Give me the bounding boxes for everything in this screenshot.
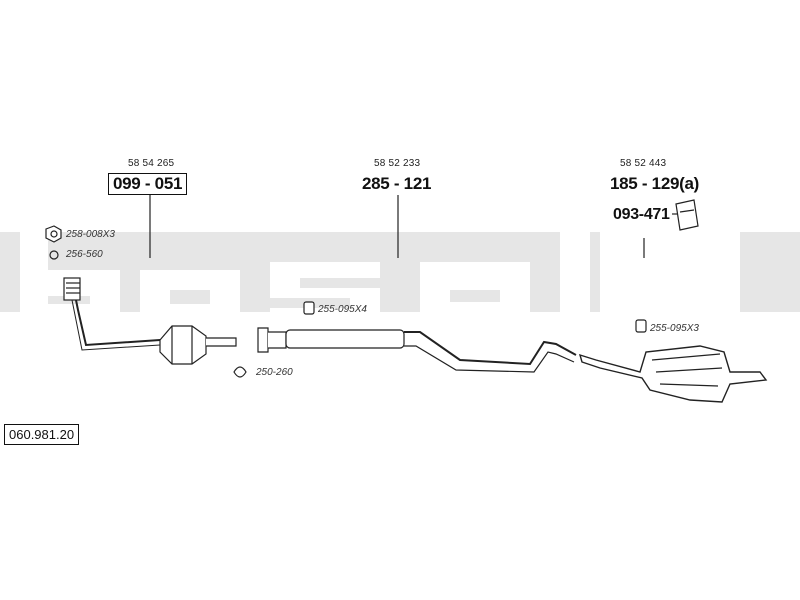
nut-shape: [45, 225, 62, 243]
middle-inlet: [257, 327, 269, 353]
part-number-3[interactable]: 185 - 129(a): [610, 174, 700, 193]
catalytic-converter: [159, 325, 207, 365]
hanger-bracket: [675, 199, 699, 231]
flex-joint: [63, 277, 81, 301]
ring-shape: [49, 250, 59, 260]
ring-label: 256-560: [66, 249, 103, 260]
diagram-id: 060.981.20: [4, 424, 80, 445]
oe-number-1: 58 54 265: [128, 158, 175, 169]
hanger-part-number[interactable]: 093-471: [613, 206, 670, 223]
clamp-rear-label: 255-095X3: [650, 323, 699, 334]
part-number-1[interactable]: 099 - 051: [108, 173, 188, 195]
clamp-middle-label: 255-095X4: [318, 304, 367, 315]
middle-pipe: [404, 331, 577, 366]
clamp-rear-shape: [635, 319, 647, 333]
front-pipe: [71, 279, 178, 347]
part-number-2[interactable]: 285 - 121: [362, 174, 432, 193]
gasket-shape: [233, 366, 247, 378]
oe-number-2: 58 52 233: [374, 158, 421, 169]
oe-number-3: 58 52 443: [620, 158, 667, 169]
rear-muffler: [578, 345, 768, 403]
middle-resonator: [285, 329, 405, 349]
clamp-middle-shape: [303, 301, 315, 315]
gasket-label: 250-260: [256, 367, 293, 378]
nut-label: 258-008X3: [66, 229, 115, 240]
